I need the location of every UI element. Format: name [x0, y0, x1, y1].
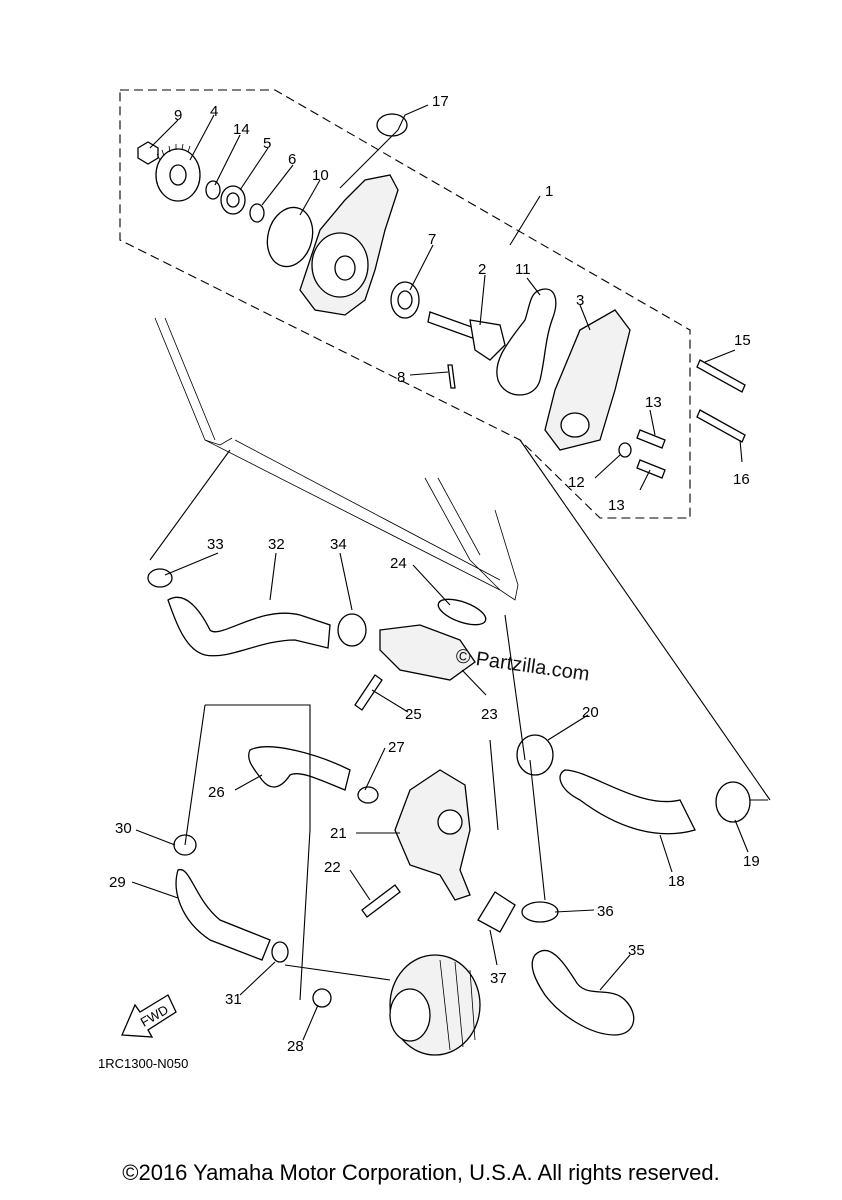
- bolt-13b: [636, 459, 666, 479]
- clamp-28: [312, 988, 332, 1008]
- callout-29: 29: [109, 874, 126, 891]
- mechanical-seal-7: [390, 281, 420, 319]
- seal-6: [249, 203, 265, 223]
- callout-12: 12: [568, 474, 585, 491]
- callout-17: 17: [432, 93, 449, 110]
- callout-33: 33: [207, 536, 224, 553]
- clip-37: [477, 891, 516, 933]
- callout-4: 4: [210, 103, 218, 120]
- hose-29: [175, 869, 271, 961]
- clamp-34: [337, 613, 367, 647]
- oil-cooler: [389, 954, 481, 1056]
- callout-16: 16: [733, 471, 750, 488]
- o-ring-10: [266, 206, 314, 268]
- callout-18: 18: [668, 873, 685, 890]
- callout-32: 32: [268, 536, 285, 553]
- callout-34: 34: [330, 536, 347, 553]
- clamp-33: [147, 568, 173, 588]
- callout-24: 24: [390, 555, 407, 572]
- bolt-13a: [636, 429, 666, 449]
- callout-20: 20: [582, 704, 599, 721]
- callout-3: 3: [576, 292, 584, 309]
- bolt-25: [354, 674, 383, 711]
- callout-35: 35: [628, 942, 645, 959]
- callout-37: 37: [490, 970, 507, 987]
- callout-21: 21: [330, 825, 347, 842]
- bolt-22: [361, 884, 401, 918]
- callout-14: 14: [233, 121, 250, 138]
- radiator-outline: [154, 317, 519, 601]
- callout-5: 5: [263, 135, 271, 152]
- clamp-20: [516, 734, 554, 776]
- bearing-5: [220, 185, 246, 215]
- impeller-shaft-2: [427, 311, 506, 361]
- callout-30: 30: [115, 820, 132, 837]
- callout-31: 31: [225, 991, 242, 1008]
- nut-9: [137, 141, 159, 165]
- hose-35: [531, 949, 635, 1036]
- callout-1: 1: [545, 183, 553, 200]
- watermark: © Partzilla.com: [454, 645, 591, 686]
- copyright-notice: ©2016 Yamaha Motor Corporation, U.S.A. A…: [122, 1160, 720, 1185]
- callout-25: 25: [405, 706, 422, 723]
- clamp-31: [271, 941, 289, 963]
- bolt-16: [696, 409, 746, 443]
- gasket-11: [496, 288, 557, 396]
- o-ring-17: [376, 113, 408, 137]
- bolt-15: [696, 359, 746, 393]
- callout-22: 22: [324, 859, 341, 876]
- clamp-36: [521, 901, 559, 923]
- callout-27: 27: [388, 739, 405, 756]
- hose-32: [167, 596, 331, 657]
- diagram-code: 1RC1300-N050: [98, 1056, 188, 1071]
- clamp-19: [715, 781, 751, 823]
- leader-lines: [131, 104, 771, 1041]
- callout-2: 2: [478, 261, 486, 278]
- callout-36: 36: [597, 903, 614, 920]
- callout-19: 19: [743, 853, 760, 870]
- callout-8: 8: [397, 369, 405, 386]
- washer-12: [618, 442, 632, 458]
- hose-18: [559, 769, 696, 835]
- pin-8: [447, 364, 456, 389]
- thermostat-housing-21: [394, 769, 471, 901]
- callout-28: 28: [287, 1038, 304, 1055]
- callout-13a: 13: [645, 394, 662, 411]
- fwd-arrow-icon: FWD: [121, 994, 177, 1038]
- gear-4: [155, 143, 201, 202]
- pump-housing: [299, 174, 399, 316]
- callout-7: 7: [428, 231, 436, 248]
- callout-labels: 1 2 3 4 5 6 7 8 9 10 11 12 13 13 14 15 1…: [109, 93, 760, 1055]
- o-ring-24: [437, 598, 487, 626]
- hose-26: [248, 746, 351, 791]
- callout-26: 26: [208, 784, 225, 801]
- callout-9: 9: [174, 107, 182, 124]
- callout-15: 15: [734, 332, 751, 349]
- clamp-27: [357, 786, 379, 804]
- callout-11: 11: [515, 261, 531, 278]
- callout-13b: 13: [608, 497, 625, 514]
- callout-6: 6: [288, 151, 296, 168]
- washer-14: [205, 180, 221, 200]
- pump-cover-3: [544, 309, 631, 451]
- callout-10: 10: [312, 167, 329, 184]
- callout-23: 23: [481, 706, 498, 723]
